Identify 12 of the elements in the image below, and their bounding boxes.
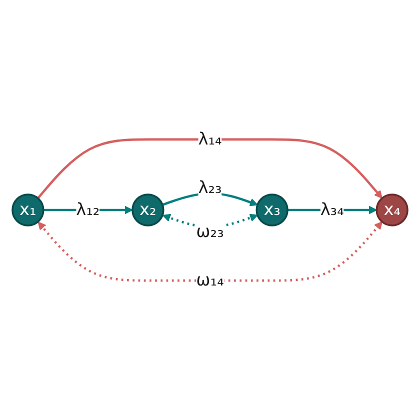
arrow — [37, 138, 382, 200]
edge-label: ω₂₃ — [196, 222, 224, 242]
arrow — [38, 221, 382, 282]
node-circle: x₄ — [376, 194, 408, 226]
node-circle: x₃ — [256, 194, 288, 226]
node-circle: x₁ — [12, 194, 44, 226]
edge-label: λ₁₄ — [198, 130, 222, 150]
edge-label: λ₃₄ — [320, 200, 344, 220]
edge-label: λ₂₃ — [198, 178, 222, 198]
edge-label: λ₁₂ — [76, 200, 100, 220]
edge-label: ω₁₄ — [196, 270, 224, 290]
node-circle: x₂ — [132, 194, 164, 226]
